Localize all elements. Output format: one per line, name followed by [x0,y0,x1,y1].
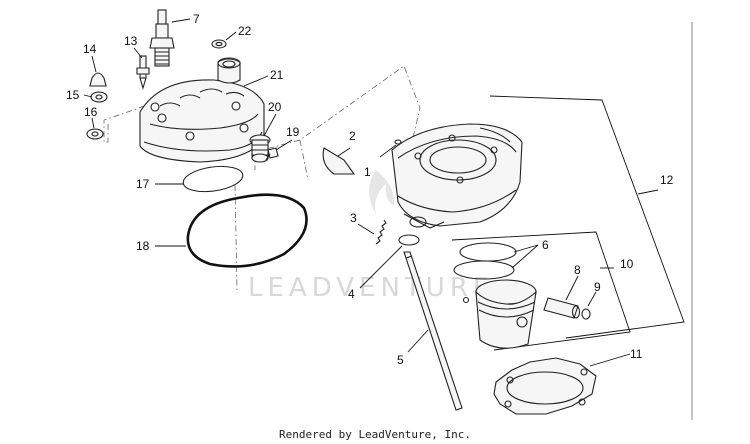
callout-19: 19 [286,125,300,139]
callout-9: 9 [594,280,601,294]
callout-17: 17 [136,177,150,191]
callout-14: 14 [83,42,97,56]
cylinder-part [391,123,523,229]
long-stud-part [403,251,463,411]
callout-13: 13 [124,34,138,48]
spring-part [375,219,387,245]
washer-15-hole [95,94,103,100]
exhaust-gasket-part [322,147,356,175]
callout-15: 15 [66,88,80,102]
head-stud-part [136,55,150,90]
watermark-text: LEADVENTURE [248,273,494,303]
piston-kit-bracket [451,231,631,351]
head-o-ring-part [182,165,244,193]
cap-nut-part [89,72,107,87]
callout-11: 11 [630,347,643,361]
washer-22-part [211,39,227,49]
head-assembly-boundary [103,65,421,291]
base-gasket-part [493,357,597,415]
callout-8: 8 [574,263,581,277]
render-credit-footer: Rendered by LeadVenture, Inc. [278,428,472,441]
spark-plug-part [149,9,175,67]
callout-20: 20 [268,100,282,114]
callout-22: 22 [238,24,252,38]
callout-10: 10 [620,257,634,271]
callout-5: 5 [397,353,404,367]
circlip-part [581,308,591,320]
thermostat-valve-part [249,134,271,163]
piston-rings-part [453,242,517,280]
cylinder-head-part [139,57,265,163]
washer-16-hole [91,131,99,137]
washer-16-part [86,128,104,140]
callout-6: 6 [542,238,549,252]
base-o-ring-part [186,193,308,268]
washer-22-hole [215,41,223,47]
piston-pin-part [543,297,581,319]
small-screw-part [265,147,279,161]
leader-lines [83,18,631,367]
washer-15-part [90,91,108,103]
cylinder-kit-bracket-tab [637,189,659,195]
callout-12: 12 [660,173,674,187]
callout-18: 18 [136,239,150,253]
callout-3: 3 [350,211,357,225]
callout-1: 1 [364,165,371,179]
callout-21: 21 [270,68,284,82]
cylinder-dowel-part [394,139,402,145]
piston-part [462,279,537,349]
watermark-logo-icon [369,170,395,214]
callout-2: 2 [349,129,356,143]
callout-7: 7 [193,12,200,26]
small-o-ring-part [398,234,420,246]
cylinder-kit-bracket [489,95,685,339]
callout-4: 4 [348,287,355,301]
callout-16: 16 [84,105,98,119]
